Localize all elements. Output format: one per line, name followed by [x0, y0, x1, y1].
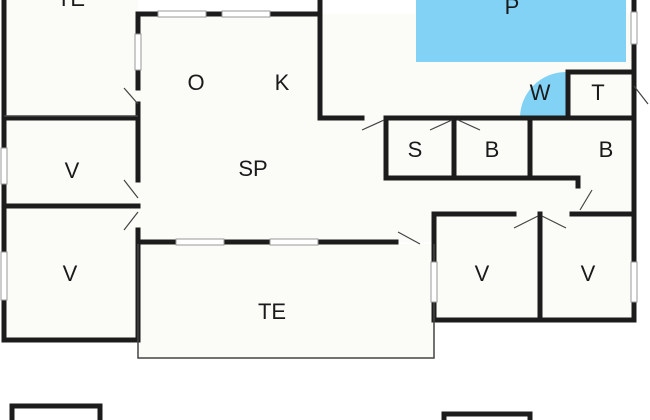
door-bottom-room-1: [513, 215, 539, 229]
wall-wc-t: [565, 69, 637, 121]
floor-left-rooms: [4, 118, 140, 340]
window-bottom-1: [175, 238, 225, 246]
door-main-left-mid: [123, 179, 139, 199]
door-corridor-2: [429, 119, 453, 131]
floor-top-left-terrace: [4, 0, 138, 118]
window-bottom-2: [269, 238, 319, 246]
window-bottom-room-left: [430, 261, 438, 303]
window-top-1: [157, 10, 207, 18]
wall-kitchen-right: [317, 11, 365, 121]
label-v-bottom-mid: V: [475, 261, 490, 286]
wall-bottom-box-left: [9, 403, 103, 420]
doors: [123, 85, 649, 245]
label-t: T: [591, 80, 604, 105]
floor-bottom-terrace: [138, 244, 434, 358]
label-te-top: TE: [57, 0, 85, 11]
label-s: S: [408, 137, 423, 162]
floor-bottom-rooms: [434, 214, 636, 320]
door-main-left-low: [123, 211, 139, 231]
door-b-right: [579, 189, 593, 211]
wall-s-room: [383, 115, 581, 189]
label-v-left-upper: V: [65, 158, 80, 183]
label-o: O: [187, 70, 204, 95]
label-te-bottom: TE: [258, 299, 286, 324]
label-v-left-lower: V: [63, 261, 78, 286]
door-corridor-3: [457, 119, 481, 131]
window-right-top: [630, 11, 638, 45]
label-b-small: B: [485, 137, 500, 162]
window-left-main: [134, 33, 142, 71]
wall-bottom-box-right: [441, 411, 533, 420]
wc-quarter-circle: [520, 72, 566, 118]
door-corridor-1: [361, 119, 385, 131]
door-t: [633, 85, 649, 105]
door-bottom-room-2: [541, 215, 567, 229]
door-terrace: [397, 231, 421, 245]
window-left-room-1: [0, 147, 8, 185]
label-sp: SP: [238, 156, 267, 181]
label-k: K: [275, 70, 290, 95]
window-top-2: [221, 10, 271, 18]
pool: [416, 0, 626, 62]
window-left-room-2: [0, 251, 8, 301]
room-labels: TE P O K W T SP S B B V V V V TE: [57, 0, 613, 324]
label-pool: P: [505, 0, 520, 19]
wall-bottom-rooms: [431, 211, 517, 245]
label-b-right: B: [599, 137, 614, 162]
label-v-bottom-right: V: [581, 261, 596, 286]
windows: [0, 10, 638, 303]
label-w: W: [530, 80, 551, 105]
window-bottom-room-right: [630, 261, 638, 303]
door-main-left-top: [123, 87, 139, 105]
